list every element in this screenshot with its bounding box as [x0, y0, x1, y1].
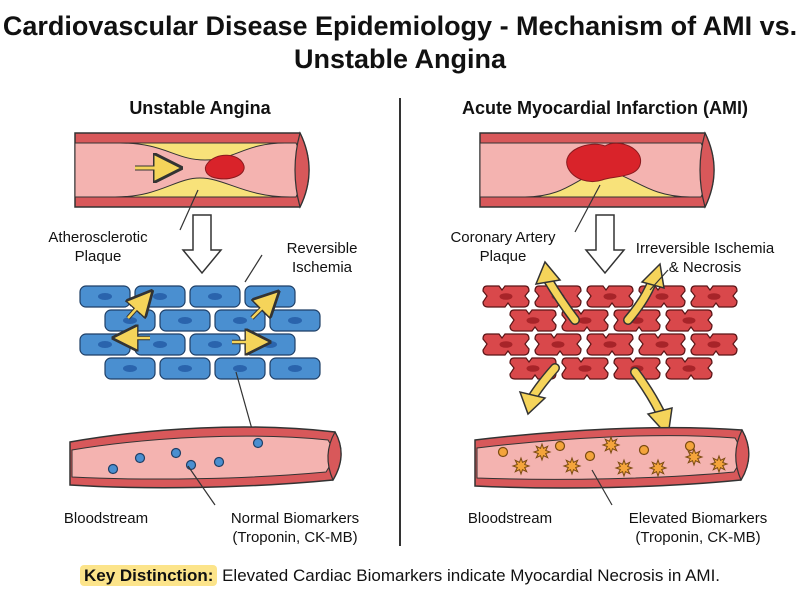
cell-nucleus	[707, 341, 721, 348]
biomarker-dot	[252, 437, 264, 449]
cell-nucleus	[655, 293, 669, 300]
page-title: Cardiovascular Disease Epidemiology - Me…	[2, 11, 798, 74]
cell-nucleus	[499, 293, 513, 300]
left-artery-plaque	[74, 131, 310, 209]
oxygen-arrow-fill	[127, 299, 145, 319]
cell-nucleus	[208, 341, 222, 348]
cell-nucleus	[682, 365, 696, 372]
right-artery-occluded	[479, 131, 715, 209]
necrosis-marker-star	[511, 456, 531, 476]
cell-nucleus	[499, 341, 513, 348]
unstable-angina-heading: Unstable Angina	[129, 98, 271, 118]
cell-nucleus	[123, 365, 137, 372]
burst-arrow-down-left-icon-head	[518, 390, 547, 416]
biomarker-dot	[134, 452, 146, 464]
footer-text: Elevated Cardiac Biomarkers indicate Myo…	[217, 566, 721, 585]
elevated-biomarkers-label: Elevated Biomarkers (Troponin, CK-MB)	[608, 509, 788, 547]
cell-nucleus	[178, 317, 192, 324]
ami-heading: Acute Myocardial Infarction (AMI)	[461, 98, 749, 118]
plaque-leader-line	[179, 189, 199, 231]
cell-nucleus	[98, 341, 112, 348]
down-arrow-icon	[584, 214, 626, 275]
cell-nucleus	[526, 365, 540, 372]
normal-biomarkers-sub: (Troponin, CK-MB)	[232, 529, 358, 546]
elevated-biomarker-dot	[684, 440, 696, 452]
cell-nucleus	[153, 293, 167, 300]
cell-nucleus	[526, 317, 540, 324]
cell-nucleus	[288, 317, 302, 324]
burst-arrow-down-right-icon	[631, 368, 664, 416]
biomarker-dot	[107, 463, 119, 475]
elevated-biomarker-dot	[497, 446, 509, 458]
cell-nucleus	[153, 341, 167, 348]
left-bloodstream-label: Bloodstream	[63, 510, 149, 527]
normal-biomarkers-text: Normal Biomarkers	[230, 510, 360, 527]
necrotic-myocardium	[482, 285, 738, 380]
elevated-biomarkers-sub: (Troponin, CK-MB)	[635, 529, 761, 546]
necrosis-leader-line	[649, 269, 669, 291]
burst-arrow-up-left-icon	[544, 276, 579, 324]
cell-nucleus	[707, 293, 721, 300]
necrosis-marker-star	[614, 458, 634, 478]
oxygen-arrow-fill	[251, 299, 271, 319]
biomarker-dot	[170, 447, 182, 459]
cell-nucleus	[263, 293, 277, 300]
cell-nucleus	[98, 293, 112, 300]
healthy-myocardium	[79, 285, 321, 380]
cell-nucleus	[551, 341, 565, 348]
elevated-biomarker-dot	[584, 450, 596, 462]
necrosis-marker-star	[562, 456, 582, 476]
necrosis-marker-star	[709, 454, 729, 474]
necrosis-marker-star	[648, 458, 668, 478]
cell-nucleus	[655, 341, 669, 348]
normal-biomarkers-label: Normal Biomarkers (Troponin, CK-MB)	[210, 509, 380, 547]
cell-nucleus	[603, 341, 617, 348]
elevated-biomarkers-text: Elevated Biomarkers	[628, 510, 768, 527]
biomarker-dot	[185, 459, 197, 471]
key-distinction-badge: Key Distinction:	[79, 565, 218, 586]
cell-nucleus	[682, 317, 696, 324]
coronary-plaque-leader-line	[574, 184, 601, 233]
left-bloodstream-vessel	[69, 426, 342, 489]
right-bloodstream-label: Bloodstream	[467, 510, 553, 527]
elevated-biomarker-leader-line	[591, 469, 613, 506]
panel-divider	[399, 98, 401, 546]
reversible-ischemia-label: Reversible Ischemia	[286, 240, 358, 276]
footer-note: Key Distinction: Elevated Cardiac Biomar…	[0, 565, 800, 586]
coronary-artery-plaque-label: Coronary Artery Plaque	[450, 229, 556, 265]
cell-nucleus	[288, 365, 302, 372]
cell-nucleus	[578, 317, 592, 324]
elevated-biomarker-dot	[554, 440, 566, 452]
atherosclerotic-plaque-label: Atherosclerotic Plaque	[48, 229, 148, 265]
cell-nucleus	[233, 365, 247, 372]
right-bloodstream-vessel	[474, 426, 750, 489]
necrosis-marker-star	[532, 442, 552, 462]
cell-nucleus	[208, 293, 222, 300]
necrosis-marker-star	[684, 447, 704, 467]
cell-nucleus	[603, 293, 617, 300]
irreversible-ischemia-label: Irreversible Ischemia & Necrosis	[635, 240, 775, 276]
elevated-biomarker-dot	[638, 444, 650, 456]
cell-nucleus	[233, 317, 247, 324]
cell-nucleus	[578, 365, 592, 372]
down-arrow-icon	[181, 214, 223, 275]
biomarker-leader-line	[187, 465, 216, 506]
necrosis-marker-star	[601, 435, 621, 455]
ischemia-leader-line	[244, 254, 263, 283]
biomarker-dot	[213, 456, 225, 468]
cell-nucleus	[178, 365, 192, 372]
burst-arrow-up-left-icon-head	[534, 260, 562, 285]
cell-nucleus	[263, 341, 277, 348]
elevated-biomarker-dots	[497, 435, 729, 478]
